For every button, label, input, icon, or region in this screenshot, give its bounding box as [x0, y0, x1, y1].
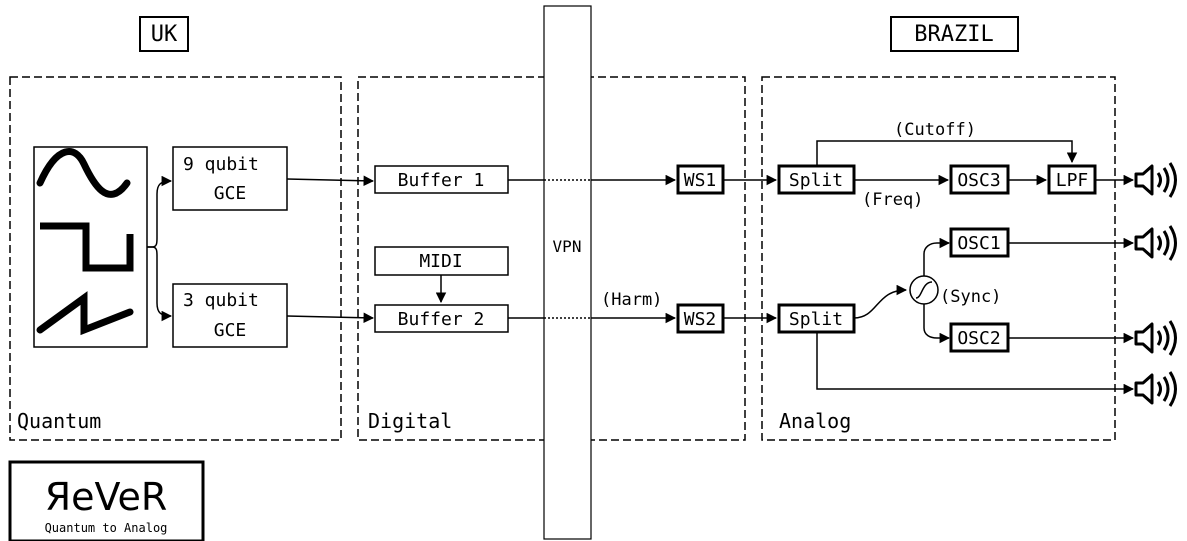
- sync-icon: [909, 275, 939, 305]
- osc3-label: OSC3: [957, 170, 1000, 191]
- harm-edge-label: (Harm): [601, 290, 662, 310]
- sync-edge-label: (Sync): [940, 287, 1001, 307]
- speaker-icon: [1134, 162, 1177, 198]
- sawtooth-wave-icon: [36, 291, 134, 336]
- edge-split2-sync: [853, 284, 908, 319]
- osc2-label: OSC2: [957, 328, 1000, 349]
- gce-9-qubit-box: [172, 146, 288, 211]
- logo-subtitle: Quantum to Analog: [45, 521, 168, 535]
- lpf-label: LPF: [1056, 170, 1089, 191]
- square-wave-icon: [40, 222, 134, 272]
- midi-label: MIDI: [419, 251, 462, 272]
- speaker-icon: [1134, 225, 1177, 261]
- edge-gce3-buffer2: [286, 312, 375, 324]
- split-1-label: Split: [789, 170, 843, 191]
- quantum-section: [9, 76, 342, 441]
- analog-section-label: Analog: [779, 409, 851, 433]
- split-2-label: Split: [789, 309, 843, 330]
- brazil-label-text: BRAZIL: [914, 22, 993, 47]
- edge-split2-speaker: [816, 332, 1135, 395]
- osc1-label: OSC1: [957, 233, 1000, 254]
- gce-9-qubit-line2: GCE: [214, 183, 247, 204]
- edge-sync-osc1: [923, 237, 951, 276]
- rever-logo: ЯeVeR Quantum to Analog: [8, 460, 205, 541]
- vpn-label: VPN: [553, 237, 582, 256]
- buffer-1-label: Buffer 1: [398, 170, 485, 191]
- edge-gce9-buffer1: [286, 175, 375, 187]
- ws1-label: WS1: [684, 170, 717, 191]
- logo-title: ЯeVeR: [45, 475, 168, 519]
- gce-3-qubit-box: [172, 283, 288, 348]
- buffer-2-label: Buffer 2: [398, 309, 485, 330]
- ws2-label: WS2: [684, 309, 717, 330]
- vpn-column: [543, 5, 592, 540]
- speaker-icon: [1134, 320, 1177, 356]
- edge-sync-osc2: [923, 304, 951, 344]
- digital-section-label: Digital: [368, 409, 452, 433]
- waveform-brace: [147, 175, 173, 322]
- speaker-icon: [1134, 371, 1177, 407]
- sine-wave-icon: [36, 148, 131, 198]
- analog-section: [761, 76, 1116, 441]
- gce-9-qubit-line1: 9 qubit: [183, 154, 259, 175]
- uk-label-text: UK: [151, 22, 178, 47]
- freq-edge-label: (Freq): [862, 190, 923, 210]
- uk-region-label: UK: [139, 16, 189, 52]
- brazil-region-label: BRAZIL: [890, 16, 1019, 52]
- gce-3-qubit-line1: 3 qubit: [183, 290, 259, 311]
- gce-3-qubit-line2: GCE: [214, 320, 247, 341]
- cutoff-edge-label: (Cutoff): [894, 120, 976, 140]
- quantum-section-label: Quantum: [17, 409, 101, 433]
- edge-split1-lpf-cutoff: [816, 140, 1078, 166]
